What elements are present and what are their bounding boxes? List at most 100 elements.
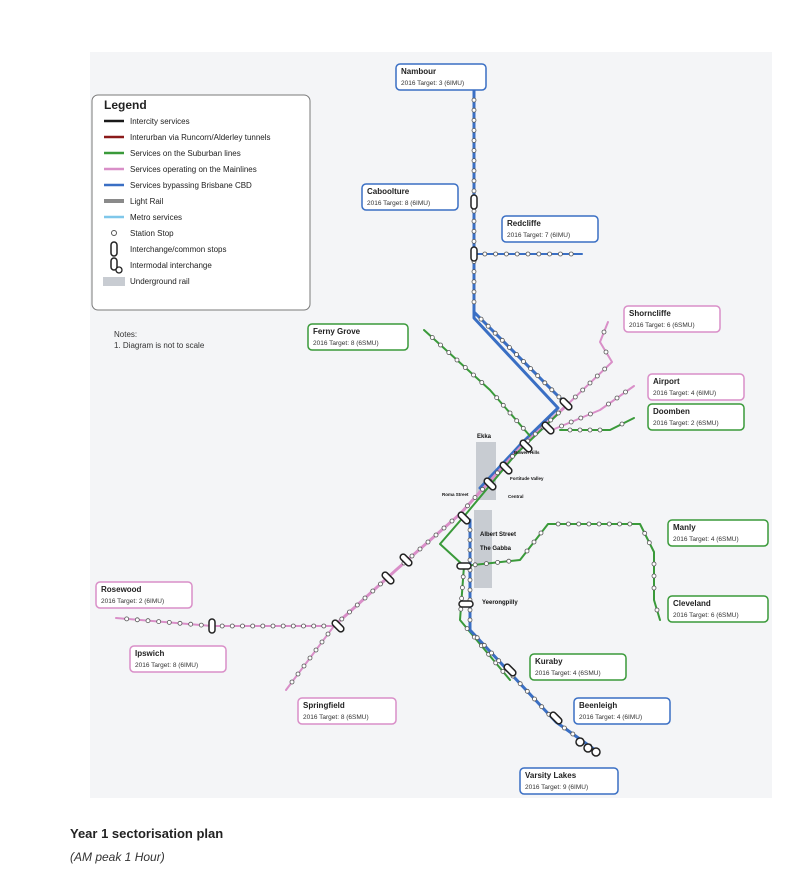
- station-stop: [471, 289, 477, 295]
- station-stop: [588, 411, 593, 417]
- station-stop: [417, 546, 423, 552]
- station-stop: [577, 427, 583, 433]
- station-stop: [521, 359, 526, 364]
- destination-name: Kuraby: [535, 657, 563, 666]
- notes-title: Notes:: [114, 330, 137, 339]
- station-stop: [438, 342, 443, 348]
- destination-target: 2016 Target: 7 (6IMU): [507, 232, 570, 239]
- station-stop: [481, 642, 487, 648]
- station-stop: [467, 547, 473, 553]
- destination-box-beenleigh: Beenleigh 2016 Target: 4 (6IMU): [573, 697, 671, 725]
- station-label-bowen-hills: Bowen Hills: [514, 450, 540, 455]
- destination-name: Varsity Lakes: [525, 771, 577, 780]
- station-stop: [325, 631, 331, 637]
- station-stop: [654, 607, 660, 613]
- station-stop: [378, 581, 383, 587]
- destination-name: Shorncliffe: [629, 309, 671, 318]
- station-stop: [566, 521, 571, 527]
- station-stop: [606, 401, 611, 407]
- station-stop: [459, 585, 465, 590]
- destination-name: Beenleigh: [579, 701, 617, 710]
- station-stop: [425, 539, 431, 545]
- legend-item: Interurban via Runcorn/Alderley tunnels: [104, 133, 271, 142]
- interchange-stop: [499, 461, 513, 475]
- station-stop: [568, 251, 574, 257]
- station-stop: [558, 251, 563, 257]
- station-stop: [514, 418, 520, 424]
- station-stop: [124, 616, 130, 622]
- station-stop: [471, 178, 477, 184]
- destination-name: Caboolture: [367, 187, 410, 196]
- station-label-roma-street: Roma Street: [442, 492, 469, 497]
- station-stop: [542, 380, 548, 386]
- station-stop: [301, 663, 307, 669]
- station-stop: [467, 587, 473, 593]
- station-stop: [347, 609, 352, 615]
- legend-item: Services bypassing Brisbane CBD: [104, 181, 252, 190]
- station-stop: [532, 696, 537, 702]
- destination-name: Ferny Grove: [313, 327, 361, 336]
- destination-target: 2016 Target: 4 (6IMU): [579, 714, 642, 721]
- legend-item-label: Light Rail: [130, 197, 164, 206]
- station-stop: [471, 97, 477, 103]
- station-stop: [506, 558, 512, 564]
- station-stop: [449, 518, 455, 524]
- interchange-stop: [331, 619, 345, 633]
- station-stop: [617, 521, 622, 527]
- legend-item-label: Interurban via Runcorn/Alderley tunnels: [130, 133, 271, 142]
- interchange-stop: [559, 397, 573, 411]
- station-stop: [507, 410, 513, 416]
- station-stop: [471, 127, 477, 133]
- station-stop: [602, 366, 608, 372]
- station-stop: [464, 626, 470, 631]
- station-stop: [479, 380, 485, 385]
- station-stop: [290, 623, 296, 629]
- station-stop: [548, 417, 554, 423]
- station-stop: [219, 623, 225, 629]
- legend-item: Services on the Suburban lines: [104, 149, 241, 158]
- destination-target: 2016 Target: 8 (6IMU): [135, 662, 198, 669]
- destination-target: 2016 Target: 2 (6SMU): [653, 420, 719, 427]
- station-stop: [156, 619, 162, 624]
- station-stop: [198, 622, 204, 628]
- interchange-stop: [208, 618, 216, 634]
- station-stop: [471, 238, 477, 244]
- station-stop: [646, 540, 652, 546]
- destination-name: Springfield: [303, 701, 345, 710]
- station-stop: [619, 421, 625, 427]
- legend-item: Light Rail: [104, 197, 164, 206]
- station-stop: [465, 503, 470, 509]
- station-stop: [514, 352, 519, 357]
- station-stop: [260, 623, 266, 629]
- station-label-albert-street: Albert Street: [480, 532, 516, 538]
- station-stop: [549, 387, 555, 393]
- station-stop: [458, 606, 464, 612]
- station-stop: [471, 218, 477, 224]
- station-stop: [289, 679, 295, 685]
- station-stop: [555, 521, 561, 527]
- station-label-the-gabba: The Gabba: [480, 546, 512, 552]
- station-stop: [471, 148, 477, 153]
- legend-item: Intercity services: [104, 117, 190, 126]
- station-stop: [321, 623, 327, 629]
- station-stop: [166, 620, 172, 625]
- interchange-stop: [399, 553, 413, 567]
- station-stop: [188, 621, 194, 627]
- destination-target: 2016 Target: 8 (6SMU): [313, 340, 379, 347]
- station-stop: [531, 539, 537, 545]
- interchange-stop: [381, 571, 395, 585]
- station-stop: [500, 402, 506, 408]
- destination-target: 2016 Target: 6 (6SMU): [629, 322, 695, 329]
- station-stop: [467, 557, 473, 563]
- station-stop: [471, 299, 477, 305]
- station-stop: [280, 623, 286, 629]
- destination-target: 2016 Target: 4 (6IMU): [653, 390, 716, 397]
- station-stop: [495, 470, 500, 476]
- station-stop: [580, 387, 586, 393]
